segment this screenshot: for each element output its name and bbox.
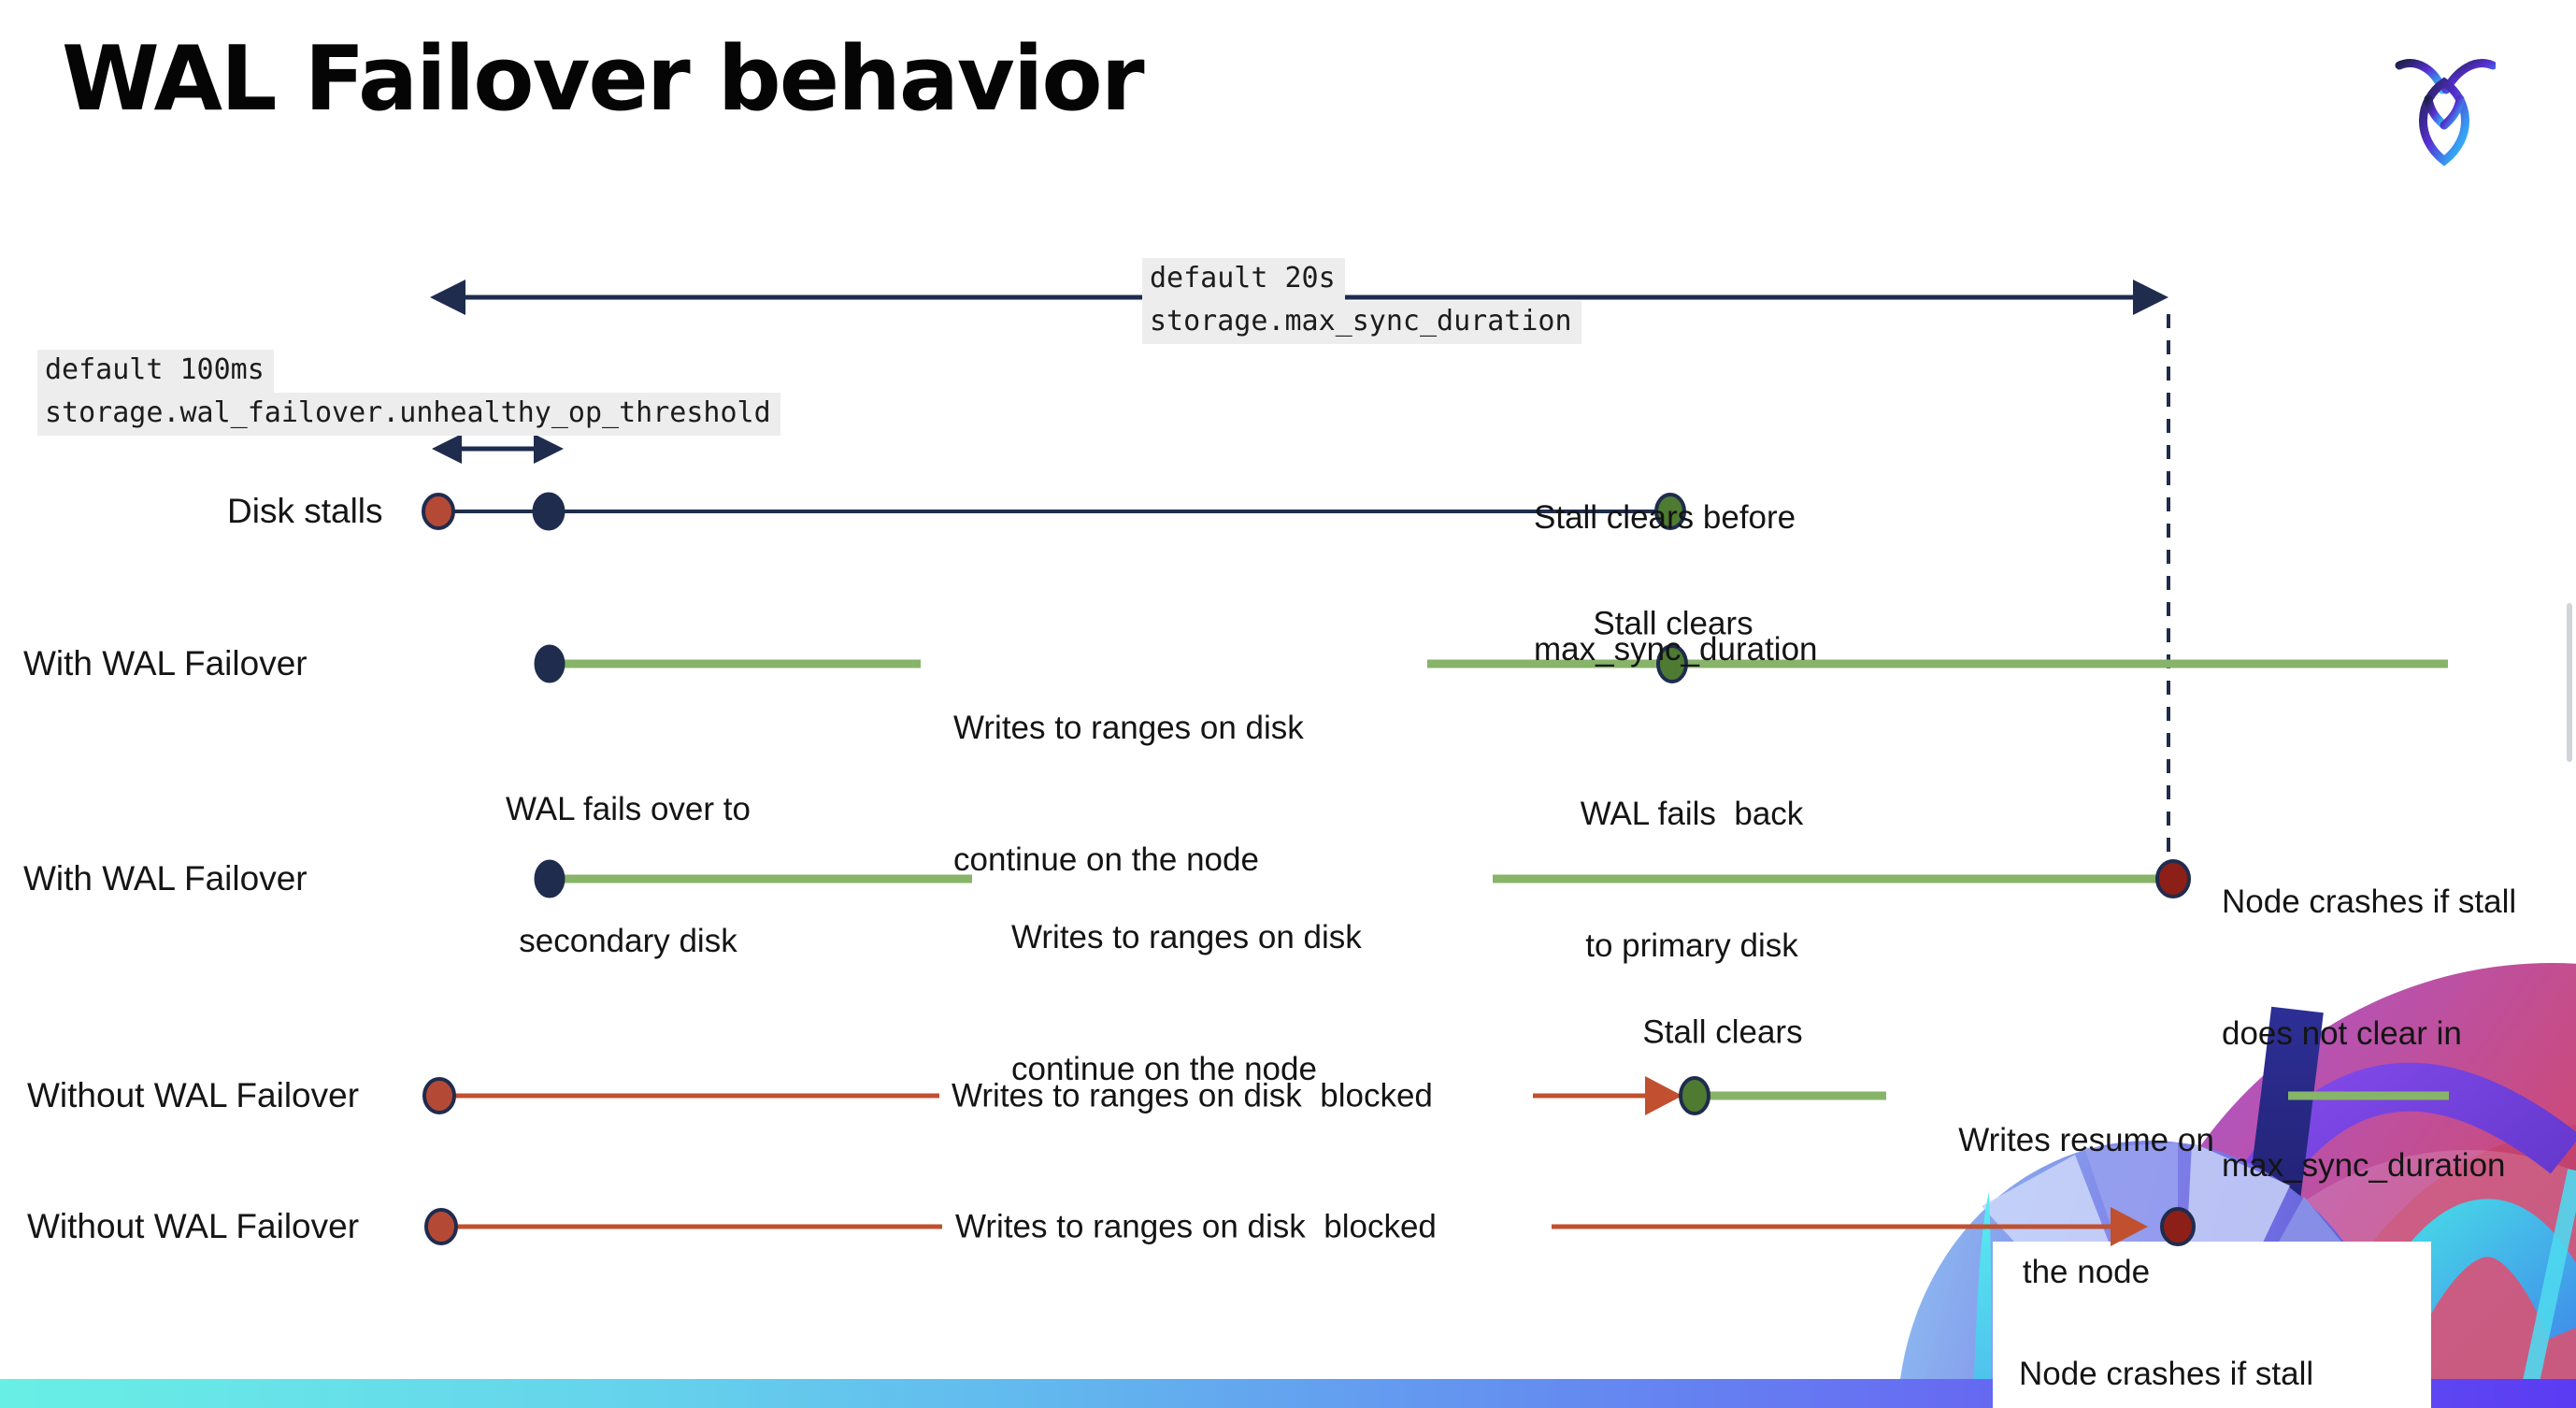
- artwork-cyan-blade: [1974, 1192, 1992, 1380]
- config-label-max-sync-duration: default 20s storage.max_sync_duration: [1142, 258, 1581, 344]
- annotation-writes-blocked-1: Writes to ranges on disk blocked: [952, 1077, 1433, 1114]
- annotation-node-crashes-row3: Node crashes if stall does not clear in …: [2222, 884, 2517, 1184]
- annotation-stall-clears-row4: Stall clears: [1642, 1013, 1803, 1051]
- row-label-disk-stalls: Disk stalls: [227, 492, 383, 530]
- annotation-writes-resume: Writes resume on the node: [1958, 1122, 2214, 1290]
- row-without-wal-1-timeline: [422, 1076, 2449, 1115]
- unhealthy-op-threshold-arrow: [432, 434, 564, 464]
- row-label-without-wal-failover-1: Without WAL Failover: [27, 1076, 360, 1114]
- row-disk-stalls-timeline: [422, 492, 1686, 531]
- row-without-wal-2-timeline: [424, 1207, 2196, 1246]
- stall-clears-dot-row2: [1656, 644, 1688, 683]
- annotation-node-crashes-row5: Node crashes if stall does not clear in …: [2019, 1356, 2314, 1392]
- row-label-with-wal-failover-1: With WAL Failover: [23, 644, 308, 682]
- row-with-wal-2-timeline: [534, 859, 2191, 898]
- artwork-cyan-edge-arc: [2517, 1169, 2576, 1408]
- annotation-writes-continue-2: Writes to ranges on disk continue on the…: [1011, 919, 1362, 1087]
- stall-clears-dot-row4: [1679, 1076, 1710, 1115]
- config-label-unhealthy-op-line1: default 100ms: [37, 350, 274, 393]
- config-label-unhealthy-op-line2: storage.wal_failover.unhealthy_op_thresh…: [37, 393, 780, 436]
- wal-failover-dot-row3: [534, 859, 565, 898]
- annotation-stall-clears-row2: Stall clears: [1593, 605, 1753, 642]
- stall-start-dot: [422, 493, 455, 530]
- config-label-max-sync-line1: default 20s: [1142, 258, 1345, 301]
- row-label-without-wal-failover-2: Without WAL Failover: [27, 1207, 360, 1245]
- row-with-wal-1-timeline: [534, 644, 2448, 683]
- annotation-stall-clears-before: Stall clears before max_sync_duration: [1534, 499, 1818, 668]
- page-title: WAL Failover behavior: [62, 28, 1145, 131]
- config-label-max-sync-line2: storage.max_sync_duration: [1142, 301, 1581, 344]
- row-label-with-wal-failover-2: With WAL Failover: [23, 859, 308, 898]
- failover-threshold-dot: [532, 492, 565, 531]
- cockroachdb-logo-icon: [2395, 59, 2496, 166]
- stall-start-dot-row4: [422, 1077, 456, 1114]
- logo-vein-right: [2440, 94, 2465, 130]
- stall-clears-dot-row1: [1654, 493, 1686, 530]
- config-label-unhealthy-op-threshold: default 100ms storage.wal_failover.unhea…: [37, 350, 780, 436]
- stall-start-dot-row5: [424, 1208, 458, 1245]
- wal-failover-dot-row2: [534, 644, 565, 683]
- red-arrowhead-row4: [1645, 1076, 1682, 1115]
- scrollbar-thumb[interactable]: [2567, 603, 2572, 762]
- red-arrowhead-row5: [2111, 1207, 2148, 1246]
- annotation-wal-fails-over: WAL fails over to secondary disk: [506, 791, 751, 959]
- annotation-writes-continue-1: Writes to ranges on disk continue on the…: [953, 710, 1304, 878]
- node-crash-note-box: [1993, 1242, 2431, 1408]
- annotation-writes-blocked-2: Writes to ranges on disk blocked: [955, 1208, 1437, 1245]
- node-crash-dot-row5: [2160, 1207, 2196, 1246]
- node-crash-dot-row3: [2155, 859, 2191, 898]
- logo-vein-left: [2424, 94, 2449, 130]
- annotation-wal-fails-back: WAL fails back to primary disk: [1580, 796, 1804, 964]
